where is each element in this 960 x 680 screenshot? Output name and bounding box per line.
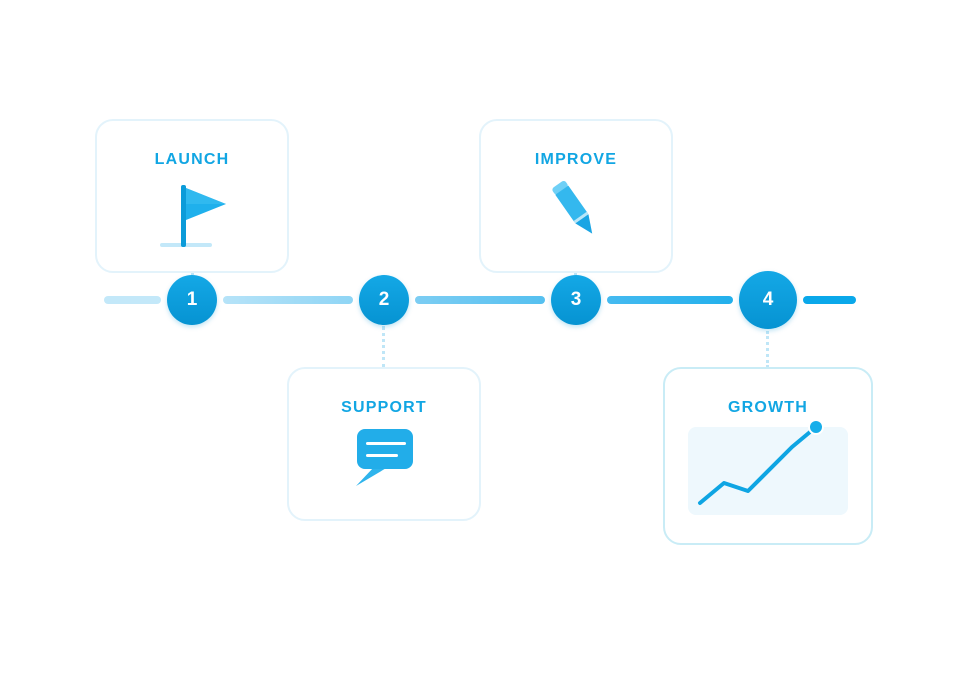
step-title: IMPROVE [534,151,618,168]
step-card-improve: IMPROVE [479,119,673,273]
connector-step-1 [191,272,194,276]
step-card-launch: LAUNCH [95,119,289,273]
connector-step-2 [382,326,385,368]
step-node-2: 2 [359,275,409,325]
step-card-growth: GROWTH [663,367,873,545]
chat-bubble-icon [356,429,413,486]
timeline-track-segment-end [803,296,856,304]
step-title: LAUNCH [154,151,230,168]
step-title: GROWTH [727,399,809,416]
step-node-1: 1 [167,275,217,325]
pencil-icon [552,181,593,234]
step-number: 1 [186,289,198,310]
step-title: SUPPORT [341,399,427,416]
timeline-track-segment-start [104,296,161,304]
step-number: 2 [378,289,390,310]
flag-icon [160,185,226,247]
timeline-track-segment-1-2 [223,296,353,304]
step-number: 4 [762,289,774,310]
connector-step-4 [766,331,769,368]
connector-step-3 [574,272,577,276]
timeline-track-segment-2-3 [415,296,545,304]
step-node-3: 3 [551,275,601,325]
step-card-support: SUPPORT [287,367,481,521]
timeline-track-segment-3-4 [607,296,733,304]
step-node-4: 4 [739,271,797,329]
growth-chart-icon [688,419,848,515]
step-number: 3 [570,289,582,310]
